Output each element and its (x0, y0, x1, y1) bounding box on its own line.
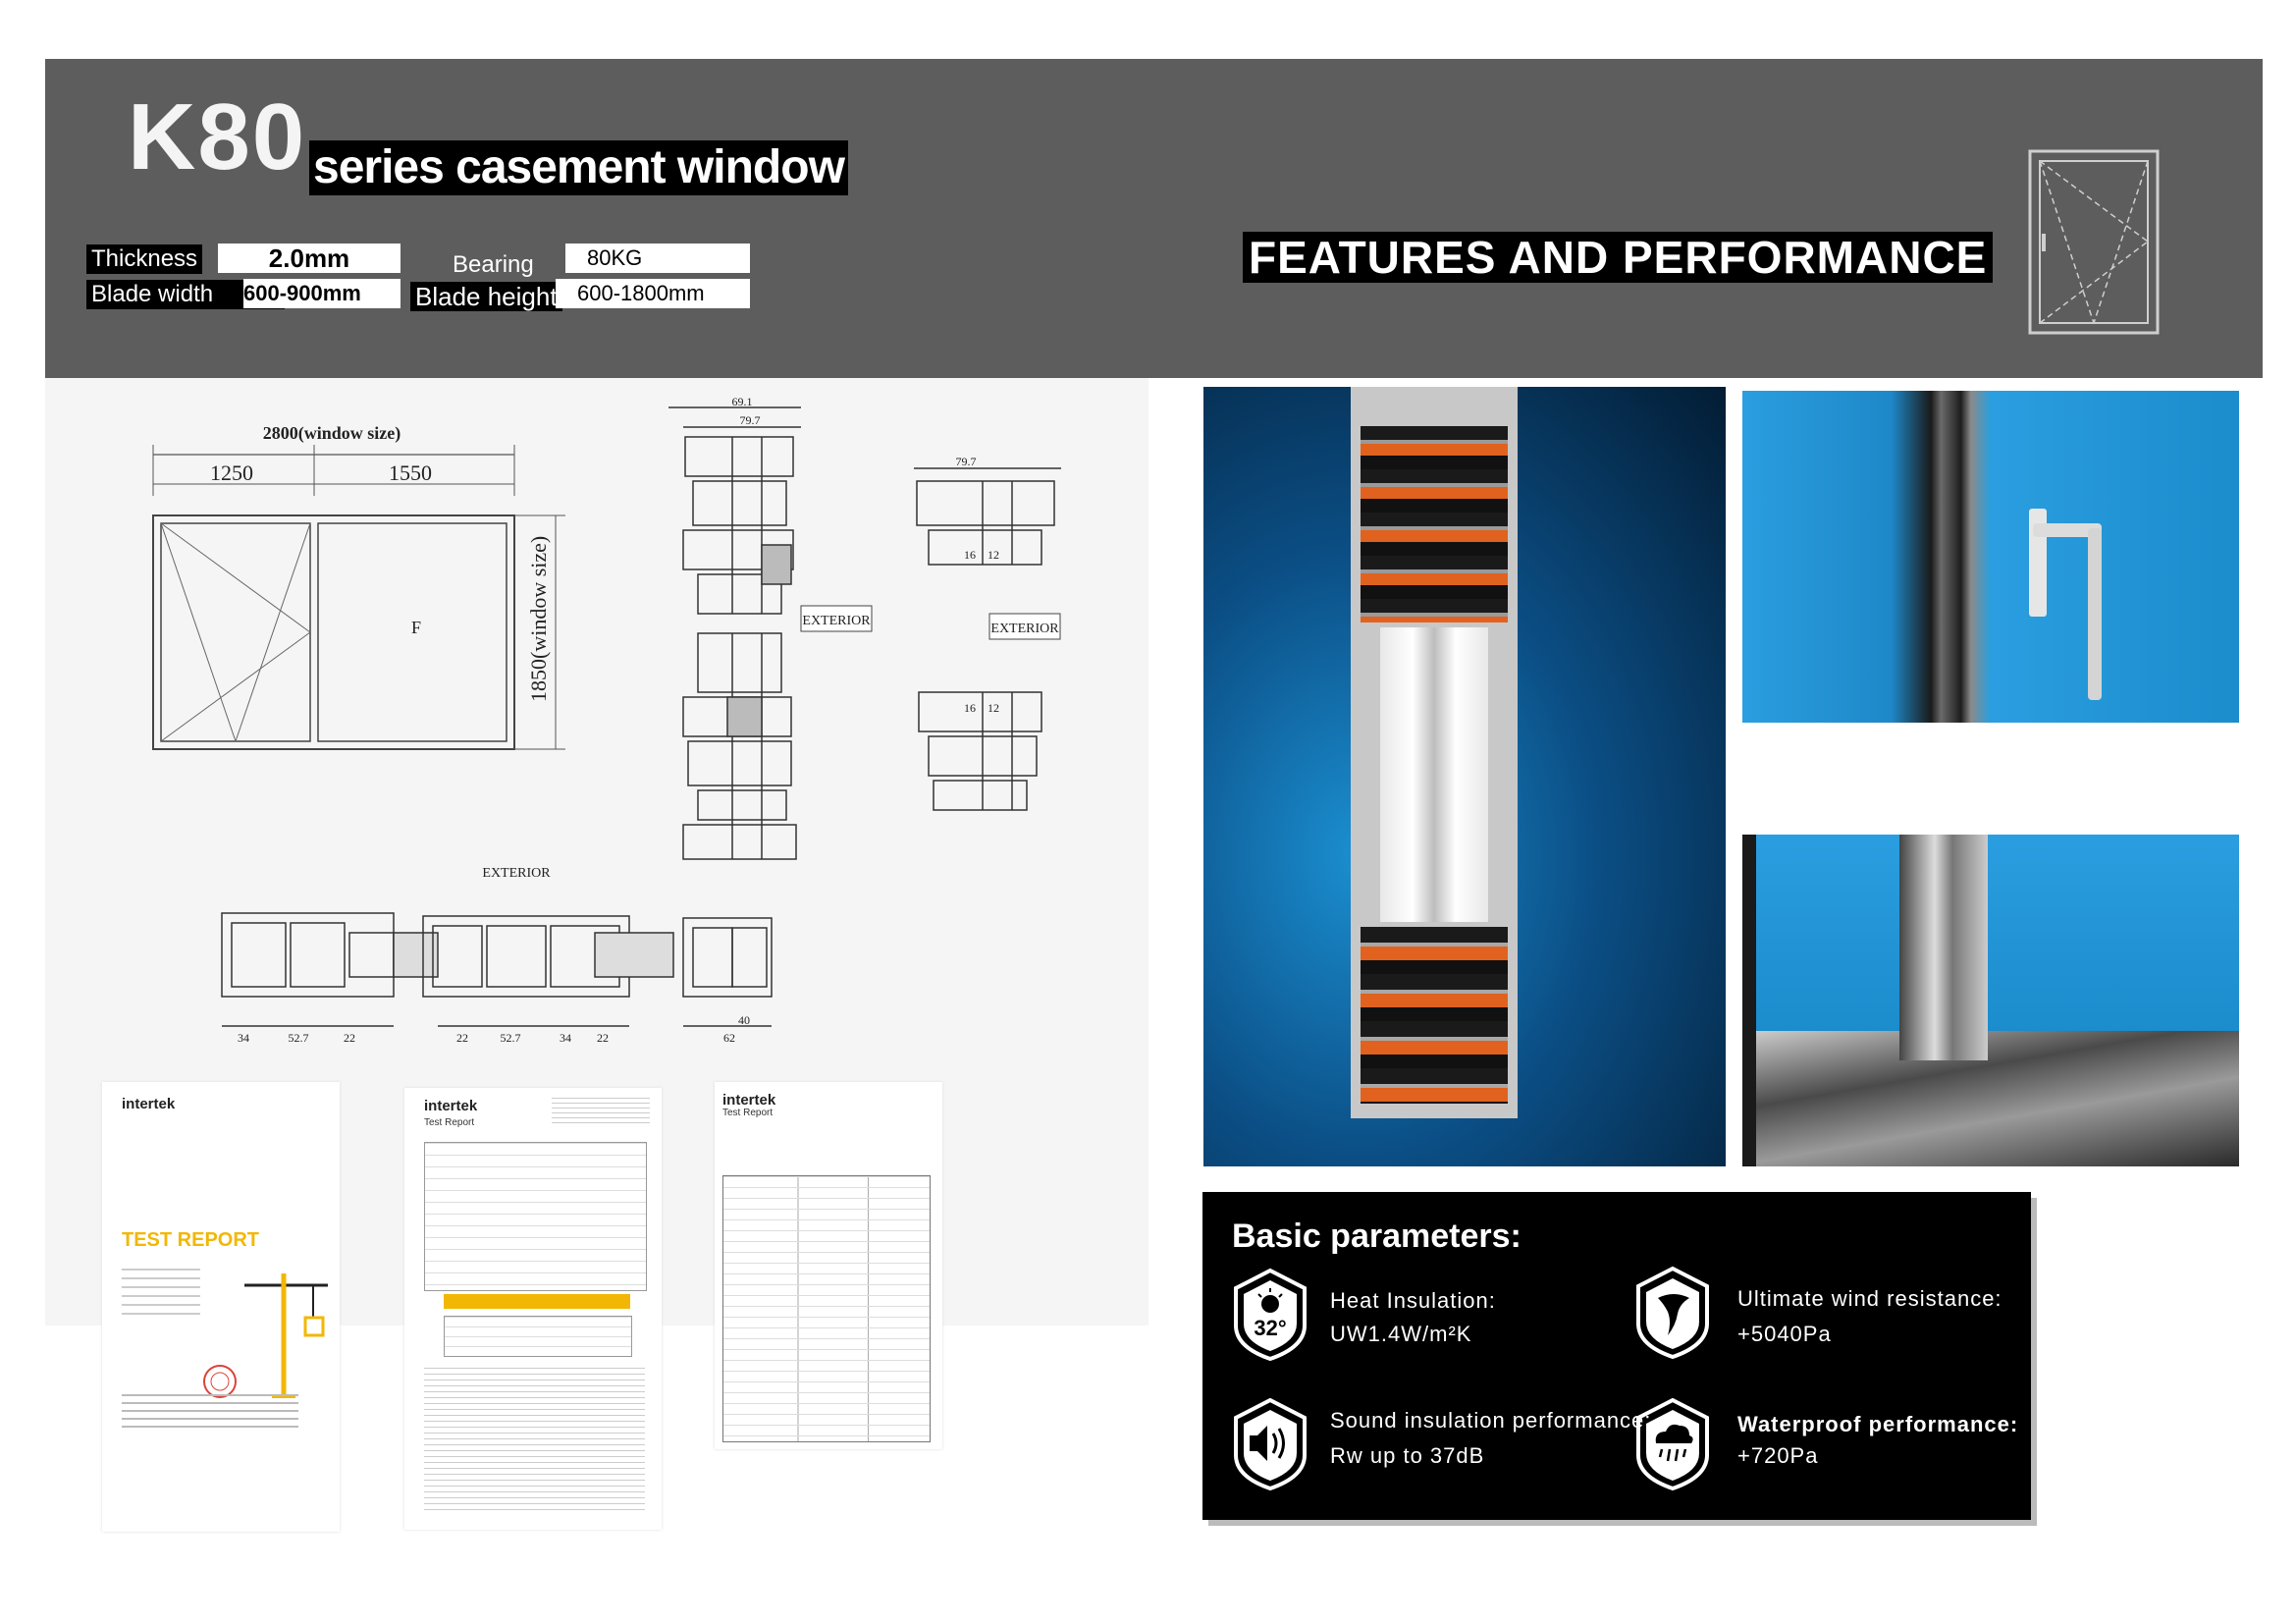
parameters-title: Basic parameters: (1232, 1217, 1522, 1255)
report-data-table (722, 1175, 931, 1442)
report-info-table (424, 1142, 647, 1291)
thermometer-32-icon: 32° (1234, 1268, 1307, 1361)
wind-icon (1636, 1266, 1709, 1359)
report-highlight-row (444, 1294, 630, 1309)
report-subtitle: Test Report (722, 1108, 774, 1118)
frame-profile-section (668, 406, 801, 615)
exterior-label-1: EXTERIOR (802, 614, 871, 628)
series-title: series casement window (309, 140, 848, 195)
test-report-page-3: intertek Test Report (715, 1082, 942, 1449)
header-band (45, 59, 2263, 378)
heat-insulation-label: Heat Insulation: (1330, 1288, 1496, 1313)
dim-69-1: 69.1 (732, 395, 753, 408)
blade-height-label: Blade height (410, 282, 562, 311)
heat-icon-text: 32° (1254, 1316, 1286, 1340)
blade-height-value: 600-1800mm (556, 279, 750, 308)
report-logo: intertek (122, 1096, 176, 1112)
profile-cross-section-photo (1203, 387, 1726, 1166)
blade-width-value: 600-900mm (243, 279, 400, 308)
report-meta-lines (122, 1269, 200, 1318)
horizontal-profile-section (221, 912, 773, 1027)
dim-22-a: 22 (344, 1031, 355, 1045)
heat-insulation-value: UW1.4W/m²K (1330, 1322, 1472, 1346)
report-title: TEST REPORT (122, 1229, 260, 1251)
hinge-detail-photo (1742, 835, 2239, 1166)
dim-40: 40 (738, 1013, 750, 1027)
transom-profile-section (682, 632, 1042, 860)
exterior-label-2: EXTERIOR (990, 622, 1059, 636)
report-body-lines (424, 1368, 645, 1515)
report-subtitle: Test Report (424, 1117, 475, 1128)
bearing-value: 80KG (565, 243, 750, 273)
wind-resistance-value: +5040Pa (1737, 1322, 1832, 1346)
report-logo: intertek (722, 1092, 776, 1109)
thickness-label: Thickness (86, 244, 203, 274)
report-address-lines (552, 1098, 650, 1127)
dim-34-a: 34 (238, 1031, 249, 1045)
test-report-page-2: intertek Test Report (404, 1088, 662, 1530)
window-size-title: 2800(window size) (263, 423, 401, 444)
waterproof-label: Waterproof performance: (1737, 1412, 2019, 1436)
sash-profile-section (914, 467, 1061, 566)
dim-79-7: 79.7 (740, 413, 761, 427)
speaker-icon (1234, 1397, 1307, 1490)
casement-window-icon (2028, 149, 2160, 335)
model-number: K80 (128, 84, 307, 189)
dim-22-c: 22 (597, 1031, 609, 1045)
test-report-cover: intertek TEST REPORT (102, 1082, 340, 1532)
basic-parameters-panel: Basic parameters: 32° Heat Insulation: U… (1202, 1192, 2031, 1520)
width-left-dim: 1250 (210, 460, 253, 485)
dim-12-a: 12 (988, 548, 999, 562)
fixed-pane-label: F (411, 618, 421, 637)
exterior-label-3: EXTERIOR (482, 866, 551, 881)
window-handle-photo (1742, 391, 2239, 723)
crane-icon (244, 1273, 328, 1398)
width-right-dim: 1550 (389, 460, 432, 485)
thickness-value: 2.0mm (218, 243, 400, 273)
sound-insulation-label: Sound insulation performance: (1330, 1408, 1652, 1433)
dim-79-7-b: 79.7 (956, 455, 977, 468)
height-dim: 1850(window size) (526, 536, 551, 702)
dim-62: 62 (723, 1031, 735, 1045)
dim-52-7-a: 52.7 (289, 1031, 309, 1045)
report-footer-lines (122, 1394, 298, 1434)
waterproof-value: +720Pa (1737, 1443, 1819, 1468)
rain-cloud-icon (1636, 1397, 1709, 1490)
bearing-label: Bearing (453, 251, 534, 278)
report-logo: intertek (424, 1098, 478, 1114)
dim-16-b: 16 (964, 701, 976, 715)
dim-12-b: 12 (988, 701, 999, 715)
dim-52-7-b: 52.7 (501, 1031, 521, 1045)
wind-resistance-label: Ultimate wind resistance: (1737, 1286, 2002, 1311)
dim-34-b: 34 (560, 1031, 571, 1045)
dim-22-b: 22 (456, 1031, 468, 1045)
dim-16-a: 16 (964, 548, 976, 562)
features-title: FEATURES AND PERFORMANCE (1243, 232, 1994, 283)
report-result-table (444, 1316, 632, 1357)
technical-drawing: 2800(window size) 1250 1550 F 1850(windo… (152, 395, 1061, 1045)
sound-insulation-value: Rw up to 37dB (1330, 1443, 1485, 1468)
